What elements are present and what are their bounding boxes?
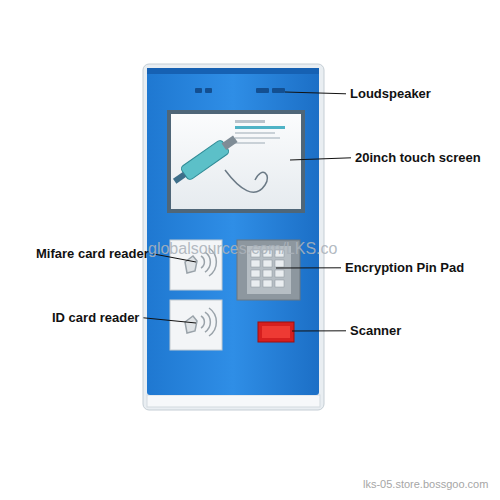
watermark: globalsources.com/LKS.co [148, 239, 337, 258]
leader-line [292, 330, 346, 331]
scanner-window [258, 322, 294, 342]
kiosk-housing [143, 64, 324, 410]
screen-content [170, 120, 285, 192]
screen-display [171, 114, 301, 209]
kiosk-front [147, 68, 319, 395]
speaker-grille [195, 88, 285, 93]
callout-label: Mifare card reader [36, 246, 149, 262]
leader-line [290, 158, 351, 160]
watermark: lks-05.store.bossgoo.com [363, 478, 488, 491]
kiosk-top-edge [147, 68, 319, 74]
leader-line [276, 267, 341, 268]
kiosk-base [147, 395, 320, 407]
callout-label: Loudspeaker [350, 86, 431, 102]
card-reader-pad [170, 300, 222, 350]
callout-label: 20inch touch screen [355, 150, 481, 166]
scanner-glass [262, 326, 290, 338]
leader-line [143, 318, 196, 323]
leader-line [285, 92, 346, 94]
callout-label: Encryption Pin Pad [345, 260, 464, 276]
screen-frame [167, 110, 305, 213]
callout-label: Scanner [350, 323, 401, 339]
callout-label: ID card reader [52, 310, 139, 326]
